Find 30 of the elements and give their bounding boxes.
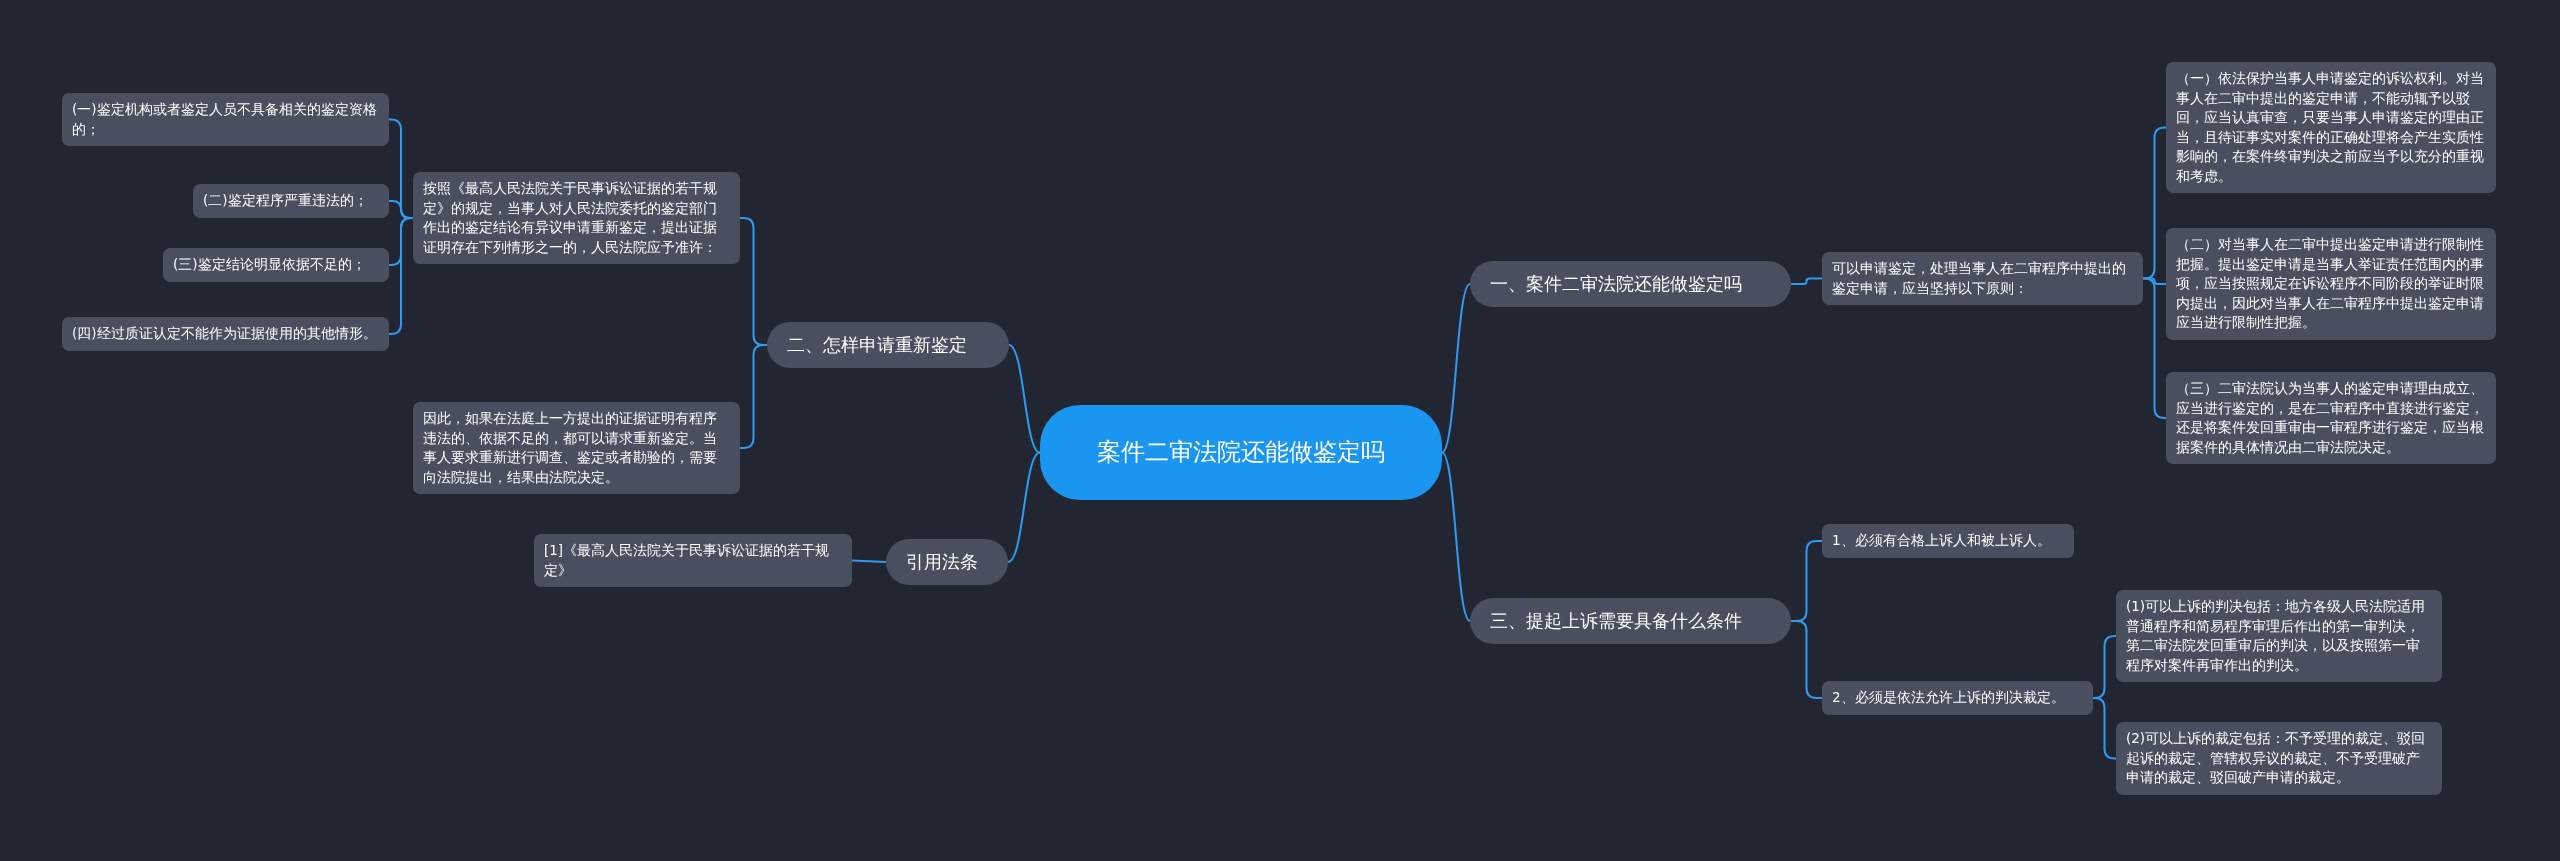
connector-line — [2142, 126, 2167, 280]
connector-line — [1441, 451, 1471, 622]
branch-topic: 一、案件二审法院还能做鉴定吗 — [1470, 261, 1791, 308]
connector-line — [1008, 344, 1041, 454]
connector-line — [851, 559, 887, 563]
central-topic: 案件二审法院还能做鉴定吗 — [1040, 405, 1442, 500]
connector-line — [1441, 283, 1471, 454]
connector-line — [2092, 697, 2117, 760]
subtopic-box: 1、必须有合格上诉人和被上诉人。 — [1822, 524, 2074, 558]
subtopic-box: 2、必须是依法允许上诉的判决裁定。 — [1822, 681, 2093, 715]
subtopic-box: [1]《最高人民法院关于民事诉讼证据的若干规定》 — [534, 534, 852, 588]
branch-topic: 二、怎样申请重新鉴定 — [767, 322, 1009, 369]
subtopic-box: 可以申请鉴定，处理当事人在二审程序中提出的鉴定申请，应当坚持以下原则： — [1822, 252, 2143, 306]
subtopic-box: （二）对当事人在二审中提出鉴定申请进行限制性把握。提出鉴定申请是当事人举证责任范围内的事项，应当按照规定在诉讼程序不同阶段的举证时限内提出，因此对当事人在二审程序中提出鉴定申请应当进行限制性把握。 — [2166, 228, 2496, 340]
branch-topic: 三、提起上诉需要具备什么条件 — [1470, 598, 1791, 645]
connector-line — [2142, 277, 2167, 419]
subtopic-box: (二)鉴定程序严重违法的； — [193, 184, 389, 218]
subtopic-box: （一）依法保护当事人申请鉴定的诉讼权利。对当事人在二审中提出的鉴定申请，不能动辄予以驳回，应当认真审查，只要当事人申请鉴定的理由正当，且待证事实对案件的正确处理将会产生实质性影响的，在案件终审判决之前应当予以充分的重视和考虑。 — [2166, 62, 2496, 194]
subtopic-box: (四)经过质证认定不能作为证据使用的其他情形。 — [62, 317, 389, 351]
connector-line — [388, 217, 414, 335]
subtopic-box: (2)可以上诉的裁定包括：不予受理的裁定、驳回起诉的裁定、管辖权异议的裁定、不予受理破产申请的裁定、驳回破产申请的裁定。 — [2116, 722, 2442, 795]
subtopic-box: (一)鉴定机构或者鉴定人员不具备相关的鉴定资格的； — [62, 93, 389, 147]
subtopic-box: 按照《最高人民法院关于民事诉讼证据的若干规定》的规定，当事人对人民法院委托的鉴定部门作出的鉴定结论有异议申请重新鉴定，提出证据证明存在下列情形之一的，人民法院应予准许： — [413, 172, 740, 265]
subtopic-box: （三）二审法院认为当事人的鉴定申请理由成立、应当进行鉴定的，是在二审程序中直接进行鉴定，还是将案件发回重审由一审程序进行鉴定，应当根据案件的具体情况由二审法院决定。 — [2166, 372, 2496, 465]
branch-topic: 引用法条 — [886, 539, 1008, 586]
subtopic-box: 因此，如果在法庭上一方提出的证据证明有程序违法的、依据不足的，都可以请求重新鉴定。当事人要求重新进行调查、鉴定或者勘验的，需要向法院提出，结果由法院决定。 — [413, 402, 740, 495]
connector-line — [1790, 277, 1823, 285]
subtopic-box: (三)鉴定结论明显依据不足的； — [163, 248, 389, 282]
connector-line — [1007, 451, 1041, 563]
subtopic-box: (1)可以上诉的判决包括：地方各级人民法院适用普通程序和简易程序审理后作出的第一审判决，第二审法院发回重审后的判决，以及按照第一审程序对案件再审作出的判决。 — [2116, 590, 2442, 683]
